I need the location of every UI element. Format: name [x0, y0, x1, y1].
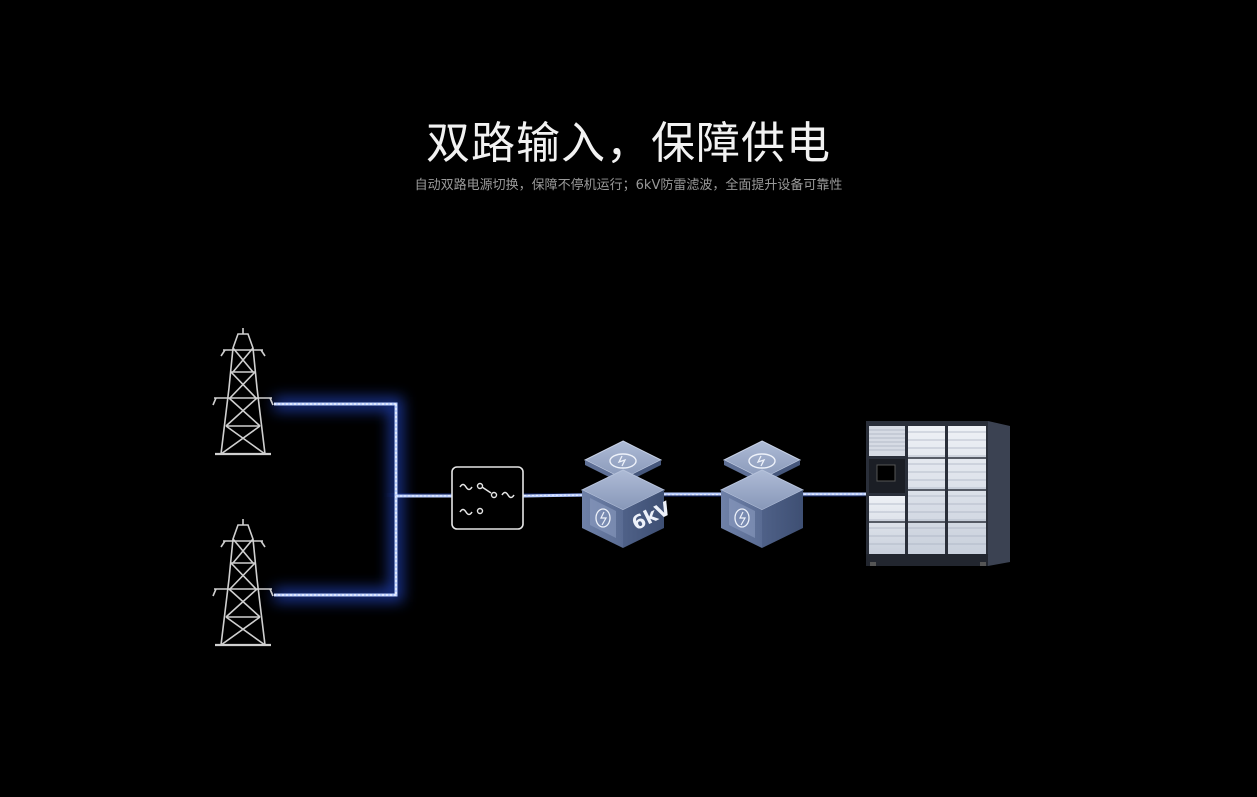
surge-protection-module: 6kV — [580, 440, 675, 548]
filter-module — [719, 440, 805, 548]
page-title: 双路输入，保障供电 — [426, 118, 831, 169]
transmission-tower-icon — [212, 519, 274, 647]
power-cabinet — [866, 421, 1010, 566]
ats-switch-icon — [451, 466, 524, 530]
transmission-tower-icon — [212, 328, 274, 456]
page-subtitle: 自动双路电源切换，保障不停机运行；6kV防雷滤波，全面提升设备可靠性 — [414, 178, 843, 193]
